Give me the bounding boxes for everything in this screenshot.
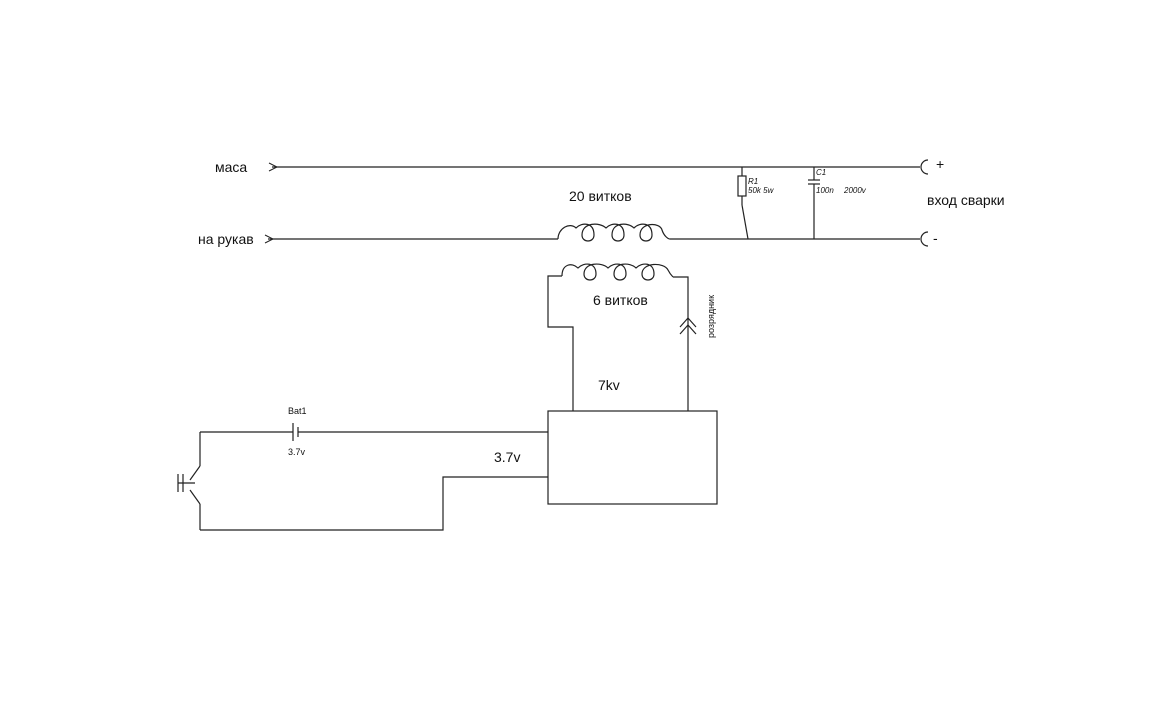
label-module-input: 3.7v	[494, 449, 520, 465]
push-button	[177, 432, 201, 530]
spark-gap	[679, 317, 697, 335]
wire-return	[200, 476, 548, 531]
coil-secondary	[561, 263, 674, 281]
wire-secondary-left	[547, 275, 574, 411]
label-masa: маса	[215, 159, 247, 175]
label-c1-voltage: 2000v	[843, 186, 867, 195]
label-hv: 7kv	[598, 377, 620, 393]
label-plus: +	[936, 156, 944, 172]
label-r1-name: R1	[748, 177, 758, 186]
label-coil-primary: 20 витков	[569, 188, 632, 204]
resistor-r1	[737, 167, 749, 240]
label-coil-secondary: 6 витков	[593, 292, 648, 308]
terminal-plus	[920, 159, 929, 175]
battery-bat1	[292, 423, 299, 441]
wire-secondary-right	[673, 276, 689, 411]
hv-module	[547, 410, 718, 505]
label-c1-name: C1	[816, 168, 826, 177]
label-c1-value: 100n	[816, 186, 834, 195]
label-na-rukav: на рукав	[198, 231, 254, 247]
label-minus: -	[933, 230, 938, 246]
coil-primary	[557, 223, 671, 242]
label-r1-value: 50k 5w	[748, 186, 775, 195]
capacitor-c1	[808, 167, 820, 239]
label-bat-voltage: 3.7v	[288, 447, 306, 457]
label-bat-name: Bat1	[288, 406, 307, 416]
label-vhod-svarki: вход сварки	[927, 192, 1005, 208]
label-rozryadnik: розрядник	[706, 295, 716, 338]
terminal-minus	[920, 231, 929, 247]
